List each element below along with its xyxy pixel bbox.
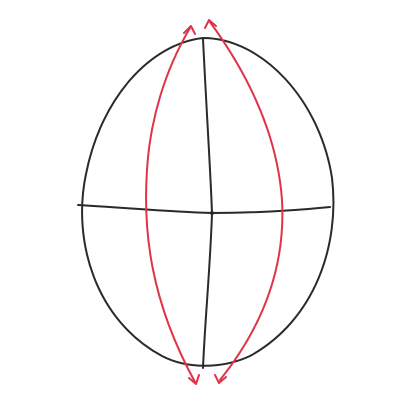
- left-red-meridian: [146, 28, 195, 382]
- egg-outline: [82, 38, 333, 366]
- center-point: [210, 211, 214, 215]
- vertical-axis-line: [203, 39, 212, 368]
- right-red-meridian: [210, 22, 282, 380]
- horizontal-axis-line: [78, 205, 330, 213]
